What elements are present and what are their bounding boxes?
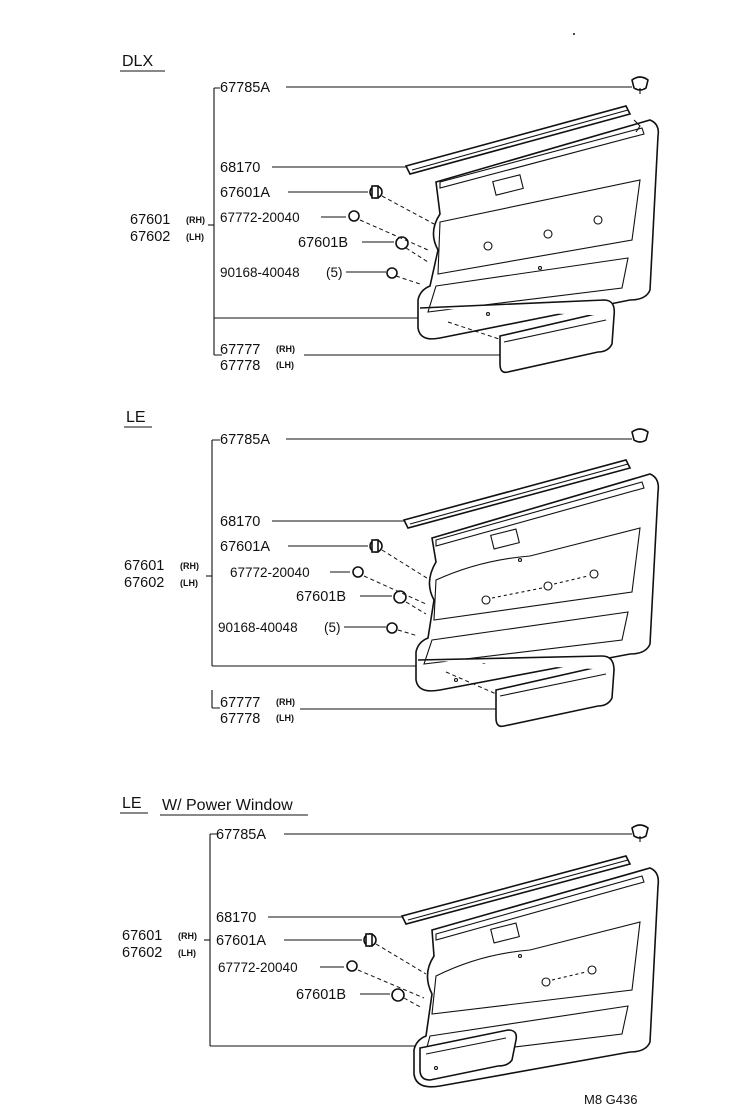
part-number-clip-b: 67601B xyxy=(298,235,348,251)
part-number-screw: 90168-40048 xyxy=(220,265,300,280)
clip-a-drawing xyxy=(369,185,383,199)
part-number-clip-a: 67601A xyxy=(216,933,266,949)
callout-bracket xyxy=(213,87,420,356)
clip-code-drawing xyxy=(346,960,358,972)
door-pocket-drawing xyxy=(419,299,616,374)
figure-code: M8 G436 xyxy=(584,1092,637,1107)
part-number-screw: 90168-40048 xyxy=(218,620,298,635)
install-path xyxy=(363,549,511,701)
door-pocket-drawing xyxy=(417,655,615,728)
part-number-pocket-lh: 67778 xyxy=(220,711,260,727)
clip-code-drawing xyxy=(348,210,360,222)
part-number-clip-top: 67785A xyxy=(216,827,266,843)
part-number-pocket-rh: 67777 xyxy=(220,342,260,358)
part-number-clip-b: 67601B xyxy=(296,589,346,605)
part-number-trim-rh: 67601 xyxy=(122,928,162,944)
part-number-pocket-lh: 67778 xyxy=(220,358,260,374)
part-number-clip-a: 67601A xyxy=(220,539,270,555)
screw-quantity: (5) xyxy=(324,620,341,635)
clip-b-drawing xyxy=(391,988,405,1002)
clip-b-drawing xyxy=(393,590,407,604)
part-number-weatherstrip: 68170 xyxy=(216,910,256,926)
section-le: LE 67785A 68170 67601A 67772-20040 67601… xyxy=(124,409,660,728)
clip-b-drawing xyxy=(395,236,409,250)
door-trim-panel-drawing xyxy=(413,867,660,1088)
part-number-trim-lh: 67602 xyxy=(130,229,170,245)
door-trim-panel-drawing xyxy=(417,119,660,340)
section-dlx: DLX 67785A 68170 67601A 67772-20040 6760… xyxy=(120,53,660,374)
weatherstrip-drawing xyxy=(400,855,632,925)
door-trim-panel-drawing xyxy=(415,473,660,692)
section-subtitle: W/ Power Window xyxy=(162,797,293,814)
weatherstrip-drawing xyxy=(402,459,632,529)
side-tag-rh: (RH) xyxy=(276,697,295,707)
side-tag-lh: (LH) xyxy=(178,948,196,958)
part-number-clip-code: 67772-20040 xyxy=(220,210,300,225)
clip-a-drawing xyxy=(363,933,377,947)
weatherstrip-drawing xyxy=(404,105,632,175)
screw-quantity: (5) xyxy=(326,265,343,280)
section-title: DLX xyxy=(122,53,153,70)
clip-top-drawing xyxy=(631,428,649,443)
clip-code-drawing xyxy=(352,566,364,578)
part-number-clip-a: 67601A xyxy=(220,185,270,201)
clip-top-drawing xyxy=(631,824,649,842)
section-le-power-window: LE W/ Power Window 67785A 68170 67601A 6… xyxy=(120,795,660,1088)
side-tag-rh: (RH) xyxy=(178,931,197,941)
part-number-clip-top: 67785A xyxy=(220,80,270,96)
part-number-trim-rh: 67601 xyxy=(130,212,170,228)
section-title: LE xyxy=(126,409,146,426)
side-tag-lh: (LH) xyxy=(180,578,198,588)
part-number-trim-lh: 67602 xyxy=(124,575,164,591)
screw-drawing xyxy=(386,267,398,279)
screw-drawing xyxy=(386,622,398,634)
part-number-pocket-rh: 67777 xyxy=(220,695,260,711)
side-tag-lh: (LH) xyxy=(276,360,294,370)
part-number-clip-top: 67785A xyxy=(220,432,270,448)
part-number-clip-code: 67772-20040 xyxy=(218,960,298,975)
part-number-trim-rh: 67601 xyxy=(124,558,164,574)
side-tag-rh: (RH) xyxy=(186,215,205,225)
part-number-clip-b: 67601B xyxy=(296,987,346,1003)
side-tag-rh: (RH) xyxy=(180,561,199,571)
clip-top-drawing xyxy=(631,76,649,94)
side-tag-lh: (LH) xyxy=(186,232,204,242)
part-number-weatherstrip: 68170 xyxy=(220,160,260,176)
install-path xyxy=(357,943,427,1009)
clip-a-drawing xyxy=(369,539,383,553)
part-number-trim-lh: 67602 xyxy=(122,945,162,961)
callout-bracket xyxy=(211,439,420,709)
part-number-clip-code: 67772-20040 xyxy=(230,565,310,580)
install-path xyxy=(359,195,521,347)
section-title: LE xyxy=(122,795,142,812)
part-number-weatherstrip: 68170 xyxy=(220,514,260,530)
side-tag-rh: (RH) xyxy=(276,344,295,354)
scan-speck xyxy=(573,33,575,35)
side-tag-lh: (LH) xyxy=(276,713,294,723)
